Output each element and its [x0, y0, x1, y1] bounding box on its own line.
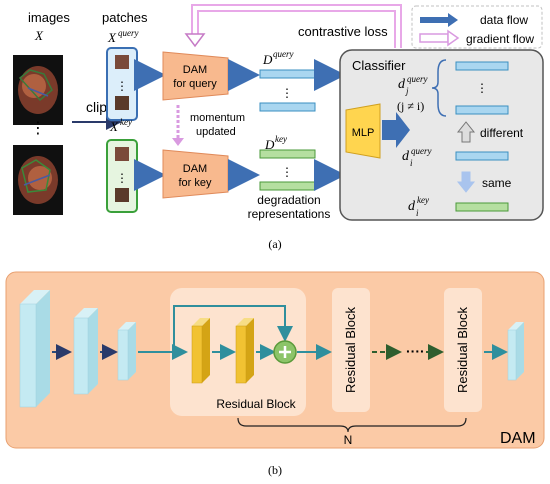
classifier-query-vector-top: [455, 61, 509, 71]
dots-label: ····: [406, 343, 425, 359]
patches-query-sup: query: [118, 28, 139, 38]
d-query-vectors: ⋮: [259, 69, 316, 112]
panel-a: images X ⋮ clip patches X query ⋮: [13, 4, 544, 251]
endoscopy-image-top: [13, 55, 63, 125]
residual-block-2: [444, 288, 482, 412]
dam-label: DAM: [500, 430, 536, 447]
di-sup: query: [411, 146, 432, 156]
residual-conv-2: [235, 318, 254, 384]
legend: data flow gradient flow: [411, 5, 543, 49]
classifier-di-query-vector: [455, 151, 509, 161]
di-sub: i: [410, 158, 413, 168]
dam-query-line1: DAM: [183, 64, 207, 76]
clip-label: clip: [86, 99, 107, 115]
residual-conv-1: [191, 318, 210, 384]
key-patch-stack: ⋮: [106, 139, 138, 213]
endoscopy-image-bottom: [13, 145, 63, 215]
skip-connection: [173, 305, 293, 352]
n-label: N: [344, 433, 353, 447]
caption-a: (a): [268, 237, 281, 251]
residual-block-1-label: Residual Block: [343, 307, 358, 393]
add-icon: [273, 340, 297, 364]
dj-sub: j: [405, 86, 409, 96]
legend-gradient-flow: gradient flow: [466, 32, 534, 46]
classifier-box: Classifier MLP d j query (j ≠ i) ⋮ diffe…: [339, 49, 544, 221]
output-block: [507, 322, 524, 381]
momentum-arrowhead: [172, 138, 184, 146]
query-patch-ellipsis: ⋮: [116, 79, 128, 93]
j-neq-i: (j ≠ i): [397, 99, 424, 113]
encoder-block-small: [117, 322, 136, 381]
patches-query-var: X: [107, 30, 117, 45]
degradation-line1: degradation: [257, 193, 320, 207]
patches-key-sup: key: [120, 117, 132, 127]
mlp-label: MLP: [352, 127, 375, 139]
patches-key-var: X: [109, 119, 119, 134]
query-patch-stack: ⋮: [106, 47, 138, 121]
mlp-output-arrow: [382, 112, 410, 148]
d-key-var: D: [264, 137, 275, 152]
images-title: images: [28, 10, 70, 25]
dik-sub: i: [416, 208, 419, 218]
di-letter: d: [402, 149, 410, 164]
encoder-block-large: [19, 290, 50, 408]
images-var: X: [34, 28, 44, 43]
key-patch-ellipsis: ⋮: [116, 171, 128, 185]
dam-key-box: DAM for key: [162, 149, 229, 199]
classifier-title: Classifier: [352, 58, 406, 73]
contrastive-loss-label: contrastive loss: [298, 24, 388, 39]
dj-letter: d: [398, 77, 406, 92]
dam-key-line1: DAM: [183, 163, 207, 175]
panel-b: Residual Block Residual Block ···· Resid…: [5, 271, 545, 477]
d-key-vectors: ⋮: [259, 149, 316, 191]
dam-query-line2: for query: [173, 78, 217, 90]
contrastive-loss-arrow: [184, 4, 402, 48]
d-query-var: D: [262, 52, 273, 67]
residual-block-1: [332, 288, 370, 412]
classifier-query-ellipsis: ⋮: [476, 81, 488, 95]
degradation-line2: representations: [248, 207, 331, 221]
different-label: different: [480, 126, 524, 140]
momentum-line1: momentum: [190, 112, 245, 124]
d-query-sup: query: [273, 49, 294, 59]
dam-key-line2: for key: [178, 177, 212, 189]
legend-data-flow: data flow: [480, 13, 528, 27]
residual-block-label: Residual Block: [216, 397, 296, 411]
d-key-sup: key: [275, 134, 287, 144]
d-key-ellipsis: ⋮: [281, 165, 293, 179]
mlp-block: [345, 103, 381, 159]
classifier-query-vector-bottom: [455, 105, 509, 115]
n-brace: [237, 417, 467, 433]
dik-letter: d: [408, 199, 416, 214]
caption-b: (b): [268, 463, 282, 477]
encoder-block-medium: [73, 308, 98, 395]
legend-gradient-flow-swatch: [419, 33, 449, 43]
same-arrow: [456, 171, 476, 193]
momentum-line2: updated: [196, 126, 236, 138]
dam-query-box: DAM for query: [162, 51, 229, 101]
dj-brace: [431, 59, 447, 117]
classifier-di-key-vector: [455, 202, 509, 212]
images-ellipsis: ⋮: [30, 120, 46, 137]
patches-title: patches: [102, 10, 148, 25]
residual-block-2-label: Residual Block: [455, 307, 470, 393]
same-label: same: [482, 176, 512, 190]
d-query-ellipsis: ⋮: [281, 86, 293, 100]
dj-sup: query: [407, 74, 428, 84]
dik-sup: key: [417, 195, 429, 205]
different-arrow: [456, 121, 476, 143]
